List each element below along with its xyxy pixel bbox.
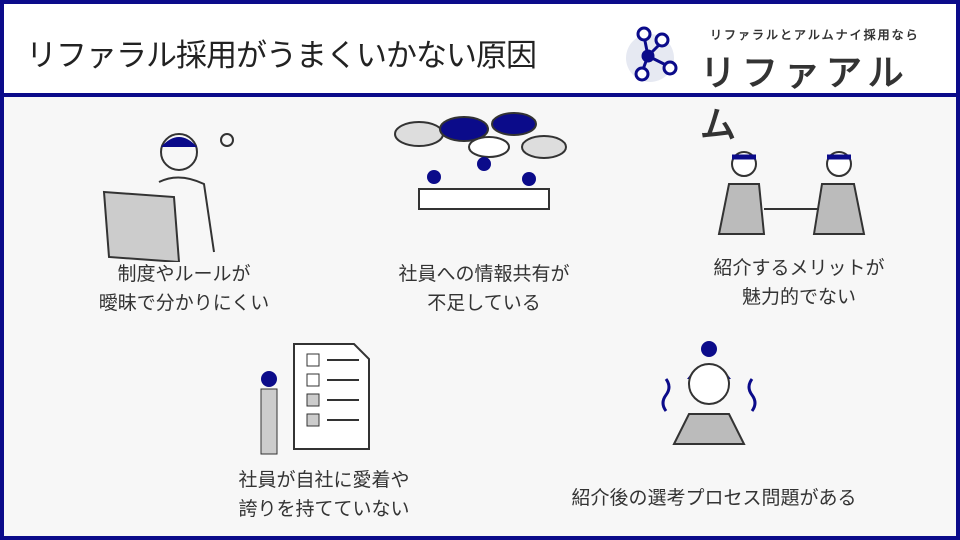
caption-line: 誇りを持てていない <box>238 498 410 520</box>
logo-name: リファアルム <box>700 53 910 146</box>
caption-line: 社員への情報共有が <box>398 263 570 285</box>
meeting-illustration <box>394 112 567 210</box>
header: リファラル採用がうまくいかない原因 リファラルとアルムナイ採用なら リファアルム <box>4 4 956 146</box>
caption-line: 不足している <box>427 292 541 314</box>
person-laptop-illustration <box>102 133 234 262</box>
logo-tagline: リファラルとアルムナイ採用なら <box>710 28 920 42</box>
checklist-illustration <box>260 343 370 455</box>
caption-line: 紹介後の選考プロセス問題がある <box>571 487 857 509</box>
cause-caption: 制度やルールが曖昧で分かりにくい <box>64 260 304 318</box>
network-logo-icon <box>626 26 678 82</box>
caption-line: 制度やルールが <box>117 263 251 285</box>
cause-caption: 社員が自社に愛着や誇りを持てていない <box>204 466 444 524</box>
worried-woman-illustration <box>661 341 757 445</box>
cause-caption: 社員への情報共有が不足している <box>364 260 604 318</box>
caption-line: 曖昧で分かりにくい <box>98 292 270 314</box>
page-title: リファラル採用がうまくいかない原因 <box>26 38 537 74</box>
caption-line: 社員が自社に愛着や <box>238 469 410 491</box>
two-people-illustration <box>717 151 866 235</box>
logo: リファラルとアルムナイ採用なら リファアルム <box>622 20 942 146</box>
caption-line: 紹介するメリットが <box>713 257 885 279</box>
cause-caption: 紹介後の選考プロセス問題がある <box>524 484 904 513</box>
caption-line: 魅力的でない <box>741 286 856 308</box>
cause-caption: 紹介するメリットが魅力的でない <box>679 254 919 312</box>
